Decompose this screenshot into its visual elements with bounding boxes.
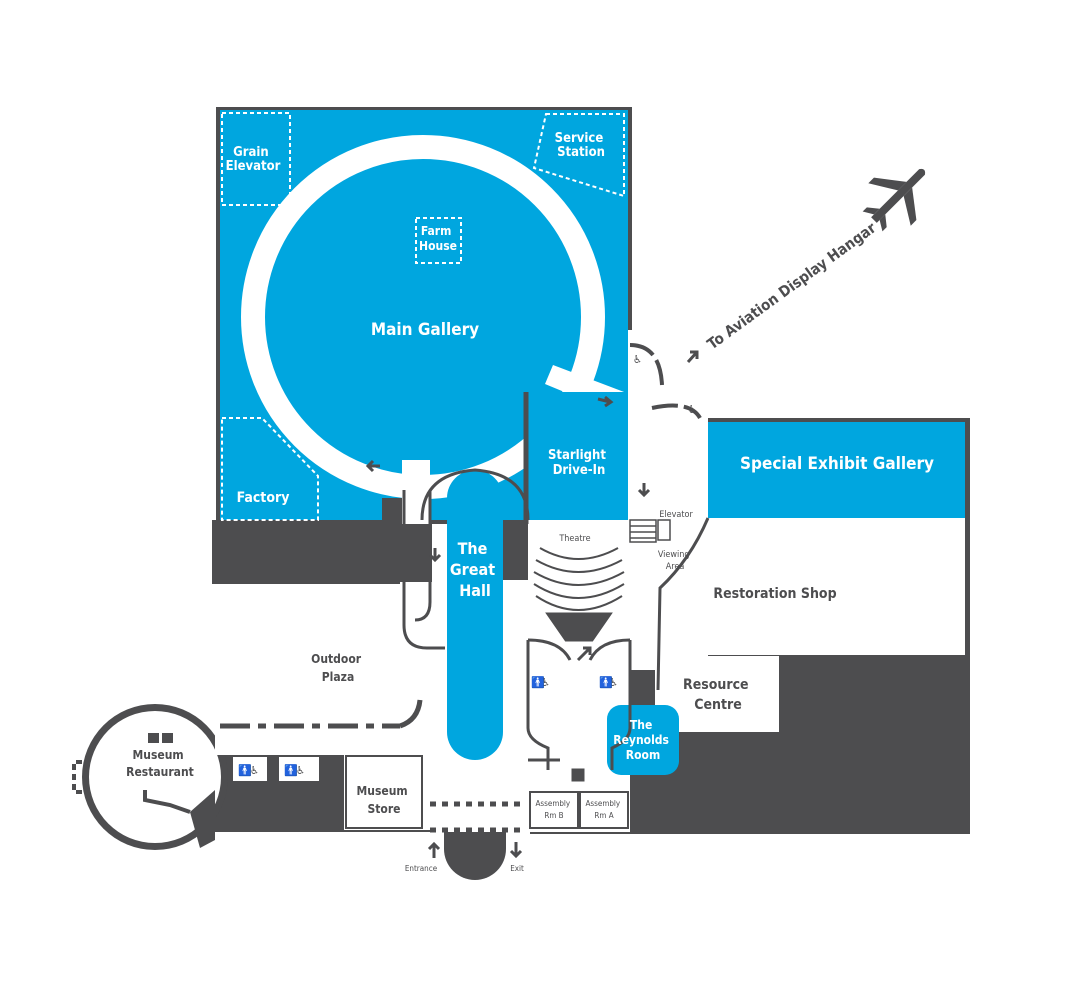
museum-store-label: Museum Store	[357, 784, 412, 816]
svg-text:🚹: 🚹	[531, 676, 545, 689]
east-wall	[656, 517, 710, 691]
main-gallery-label: Main Gallery	[371, 320, 479, 340]
starlight-drive-in-area	[528, 392, 628, 496]
farm-house-label: Farm House	[419, 224, 457, 253]
svg-text:♿: ♿	[609, 676, 618, 689]
exit-label: Exit	[510, 864, 524, 873]
galleries	[220, 110, 965, 775]
direction-arrow-icon	[365, 350, 699, 859]
assembly-b-label: Assembly Rm B	[536, 799, 573, 820]
grain-elevator-label: Grain Elevator	[226, 145, 281, 174]
entrance-label: Entrance	[405, 864, 438, 873]
museum-restaurant-label: Museum Restaurant	[126, 748, 194, 779]
ramps	[402, 490, 445, 650]
great-hall-label: The Great Hall	[450, 539, 500, 600]
reynolds-room-label: The Reynolds Room	[613, 718, 672, 762]
elevator-stairs	[629, 519, 671, 543]
svg-text:♿: ♿	[688, 403, 697, 416]
exhibit-outlines	[221, 112, 625, 521]
washrooms-restaurant	[231, 755, 321, 783]
great-hall-area	[447, 470, 503, 760]
svg-text:♿: ♿	[633, 353, 642, 366]
restaurant-icon	[148, 733, 173, 743]
svg-text:♿: ♿	[250, 764, 259, 777]
plaza-boundary	[220, 699, 520, 833]
assembly-a-room	[579, 791, 629, 829]
resource-centre-label: Resource Centre	[683, 677, 753, 713]
assembly-b-room	[529, 791, 579, 829]
viewing-area-label: Viewing Area	[658, 550, 692, 572]
accessible-icon: ♿ ♿ ♿ ♿ ♿ ♿	[250, 353, 697, 777]
theatre-seating	[533, 547, 625, 611]
airplane-icon	[862, 168, 926, 232]
aviation-hangar-label: To Aviation Display Hangar	[704, 219, 880, 354]
restaurant-rotunda	[72, 760, 215, 848]
elevator-label: Elevator	[659, 510, 693, 520]
factory-label: Factory	[237, 490, 290, 506]
svg-text:♿: ♿	[296, 764, 305, 777]
washroom-icon: 🚹 🚹 🚹 🚹	[238, 676, 613, 777]
service-station-label: Service Station	[555, 131, 608, 160]
special-exhibit-area	[708, 422, 965, 518]
svg-text:🚹: 🚹	[284, 764, 298, 777]
special-exhibit-label: Special Exhibit Gallery	[740, 454, 934, 474]
museum-store-room	[345, 755, 423, 829]
restoration-shop-label: Restoration Shop	[713, 586, 836, 602]
assembly-a-label: Assembly Rm A	[586, 799, 623, 820]
hangar-doorway	[629, 343, 702, 420]
reynolds-room-area	[607, 705, 679, 775]
svg-text:♿: ♿	[541, 676, 550, 689]
starlight-label: Starlight Drive-In	[548, 448, 610, 478]
svg-text:🚹: 🚹	[238, 764, 252, 777]
outdoor-plaza-label: Outdoor Plaza	[311, 652, 365, 684]
theatre-label: Theatre	[558, 534, 590, 544]
centre-walls	[526, 612, 632, 782]
svg-text:🚹: 🚹	[599, 676, 613, 689]
